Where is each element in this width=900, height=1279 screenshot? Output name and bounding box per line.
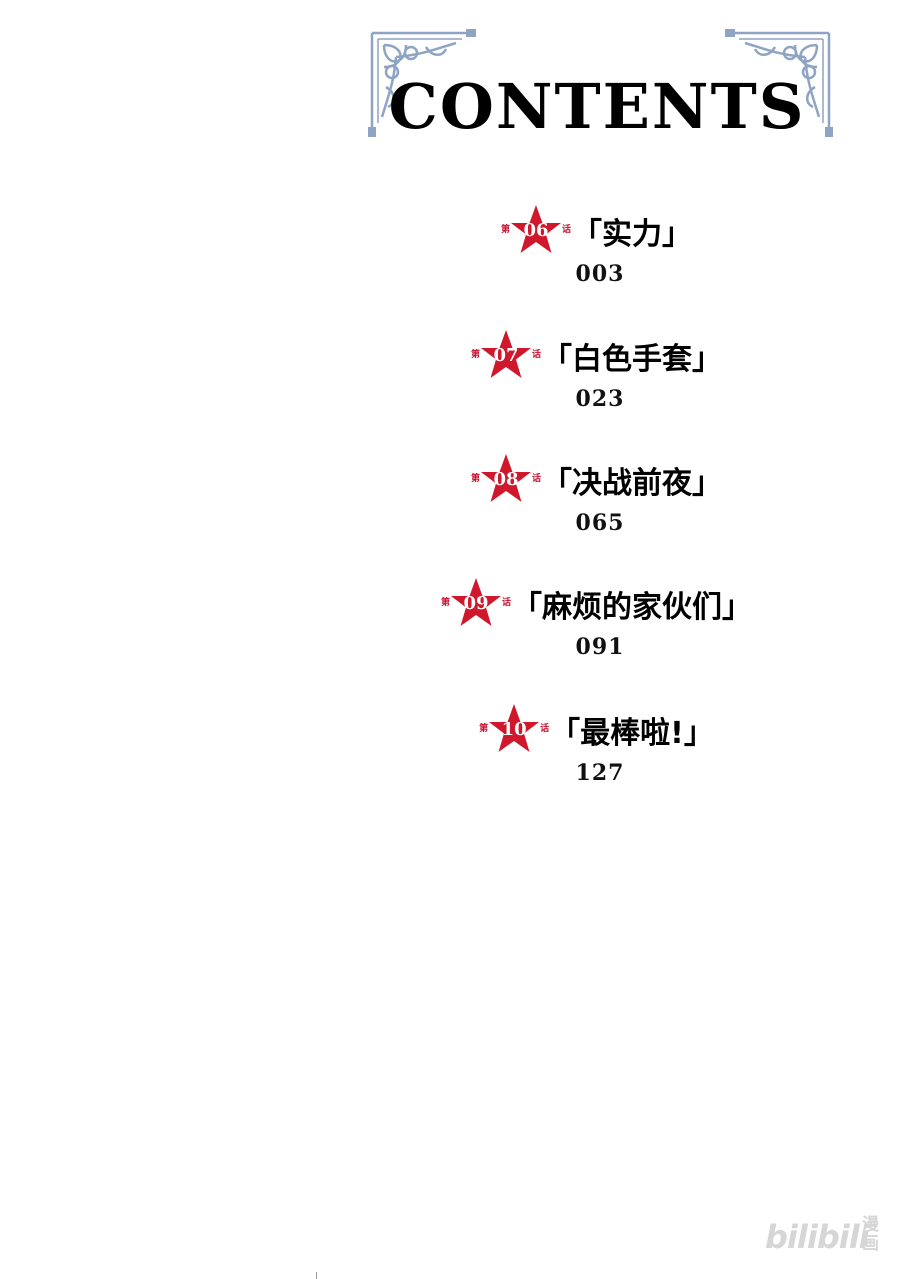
star-icon — [481, 330, 531, 378]
star-icon — [511, 205, 561, 253]
chapter-badge: 第 07 话 — [470, 328, 542, 384]
chapter-badge: 第 06 话 — [500, 203, 572, 259]
chapter-entry[interactable]: 第 10 话 「最棒啦!」 127 — [380, 702, 820, 786]
star-icon — [481, 454, 531, 502]
star-icon — [489, 704, 540, 752]
watermark-sub: 漫画 — [862, 1215, 879, 1254]
chapter-suffix: 话 — [530, 350, 542, 361]
chapter-title: 「实力」 — [572, 217, 692, 252]
chapter-badge: 第 08 话 — [470, 452, 542, 508]
chapter-heading: 第 06 话 「实力」 — [380, 203, 820, 259]
page-edge-mark — [316, 1272, 317, 1279]
chapter-suffix: 话 — [560, 225, 572, 236]
chapter-suffix: 话 — [500, 598, 512, 609]
page-number: 065 — [575, 510, 625, 536]
page-title: CONTENTS — [388, 70, 806, 143]
star-icon — [451, 578, 501, 626]
chapter-badge: 第 10 话 — [478, 702, 551, 758]
page-number: 091 — [575, 634, 625, 660]
chapter-entry[interactable]: 第 06 话 「实力」 003 — [380, 203, 820, 287]
page-number: 003 — [575, 261, 625, 287]
chapter-number: 06 — [523, 220, 549, 241]
chapter-prefix: 第 — [470, 474, 482, 485]
watermark-brand: bilibili — [765, 1218, 870, 1256]
chapter-entry[interactable]: 第 08 话 「决战前夜」 065 — [380, 452, 820, 536]
chapter-number: 08 — [493, 469, 519, 490]
corner-ornament-right-icon — [725, 29, 833, 137]
page-number: 127 — [575, 760, 625, 786]
corner-ornament-left-icon — [368, 29, 476, 137]
chapter-heading: 第 10 话 「最棒啦!」 — [380, 702, 820, 758]
chapter-prefix: 第 — [478, 724, 490, 735]
chapter-entry[interactable]: 第 09 话 「麻烦的家伙们」 091 — [380, 576, 820, 660]
chapter-number: 10 — [501, 719, 527, 740]
chapter-suffix: 话 — [530, 474, 542, 485]
chapter-title: 「决战前夜」 — [542, 466, 722, 501]
page-number: 023 — [575, 386, 625, 412]
chapter-title: 「麻烦的家伙们」 — [512, 590, 752, 625]
chapter-badge: 第 09 话 — [440, 576, 512, 632]
chapter-prefix: 第 — [470, 350, 482, 361]
chapter-heading: 第 09 话 「麻烦的家伙们」 — [380, 576, 820, 632]
chapter-entry[interactable]: 第 07 话 「白色手套」 023 — [380, 328, 820, 412]
chapter-prefix: 第 — [500, 225, 512, 236]
chapter-title: 「最棒啦!」 — [550, 716, 714, 751]
chapter-heading: 第 07 话 「白色手套」 — [380, 328, 820, 384]
chapter-title: 「白色手套」 — [542, 342, 722, 377]
chapter-suffix: 话 — [539, 724, 551, 735]
chapter-number: 07 — [493, 345, 519, 366]
chapter-number: 09 — [463, 593, 489, 614]
chapter-heading: 第 08 话 「决战前夜」 — [380, 452, 820, 508]
chapter-prefix: 第 — [440, 598, 452, 609]
